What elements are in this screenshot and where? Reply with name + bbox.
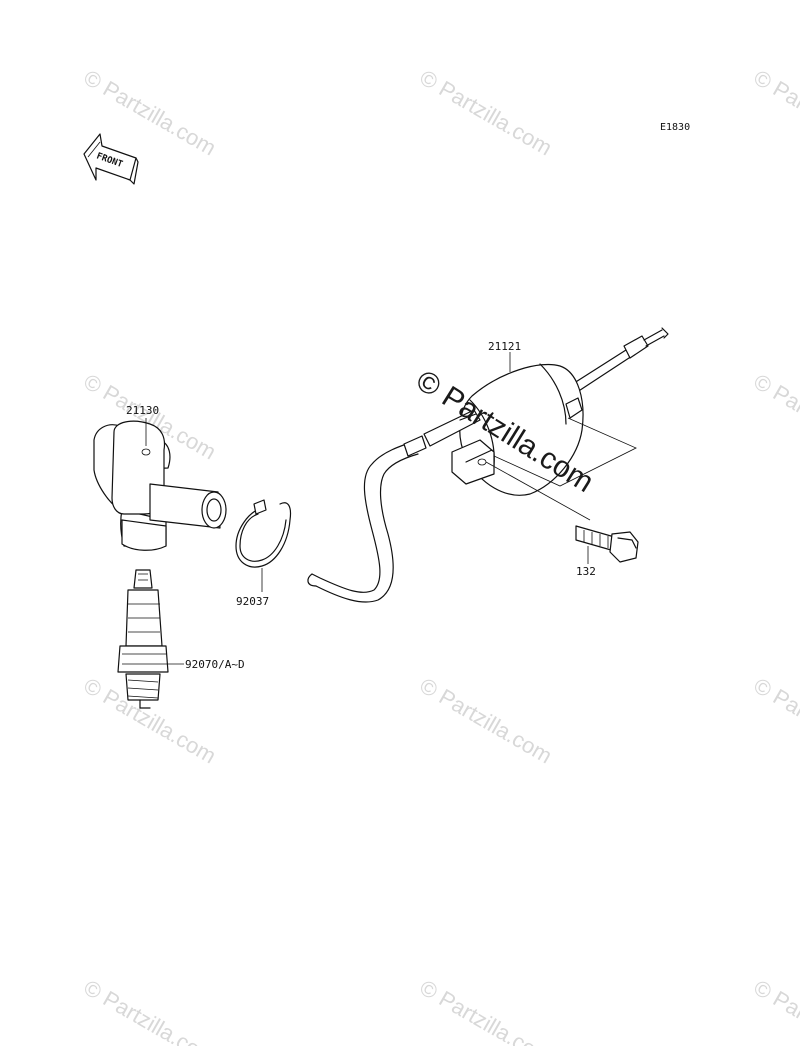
watermark: © Partzilla.com <box>416 673 557 769</box>
diagram-code: E1830 <box>660 122 690 133</box>
spark-plug-cap <box>93 420 227 551</box>
watermark: © Partzilla.com <box>416 65 557 161</box>
watermark-layer: © Partzilla.com © Partzilla.com © Partzi… <box>80 65 800 1046</box>
clamp <box>235 499 292 568</box>
watermark: © Partzilla.com <box>750 369 800 465</box>
ground-wire <box>307 435 427 603</box>
watermark: © Partzilla.com <box>750 673 800 769</box>
part-number-ignition-coil: 21121 <box>488 340 521 353</box>
watermark: © Partzilla.com <box>80 975 221 1046</box>
part-number-clamp: 92037 <box>236 595 269 608</box>
part-number-bolt: 132 <box>576 565 596 578</box>
watermark: © Partzilla.com <box>750 975 800 1046</box>
bolt <box>575 525 639 563</box>
part-number-spark-plug-cap: 21130 <box>126 404 159 417</box>
front-arrow-icon: FRONT <box>83 133 139 185</box>
part-number-spark-plug: 92070/A~D <box>185 658 245 671</box>
ignition-coil <box>423 327 669 521</box>
watermark: © Partzilla.com <box>750 65 800 161</box>
watermark: © Partzilla.com <box>416 975 557 1046</box>
spark-plug <box>117 569 169 709</box>
